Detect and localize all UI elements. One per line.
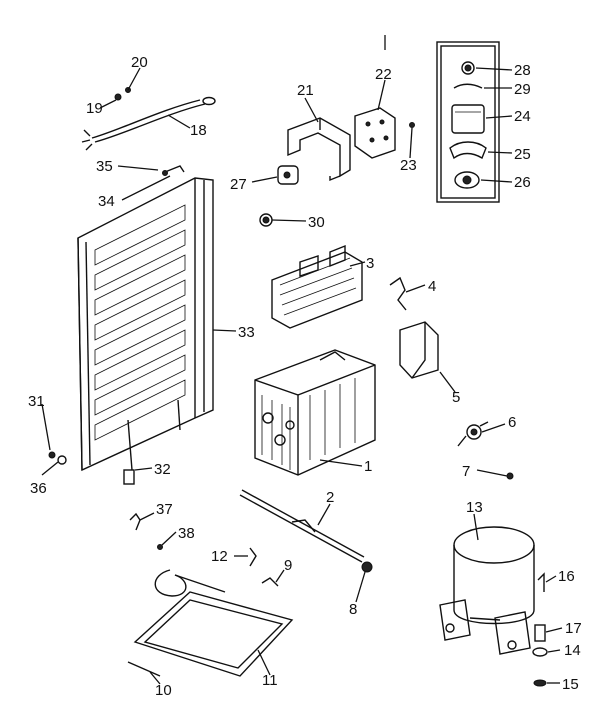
bracket-part [287, 117, 351, 182]
callout-label: 20 [131, 54, 148, 71]
screw-part [259, 213, 273, 227]
callout-label: 37 [156, 501, 173, 518]
callout-label: 11 [262, 672, 278, 689]
callout-label: 29 [514, 81, 531, 98]
defrost-heater-part [271, 244, 363, 329]
callout-label: 9 [284, 557, 292, 574]
leader-lines [41, 67, 563, 685]
callout-label: 13 [466, 499, 483, 516]
callout-label: 12 [211, 548, 228, 565]
callout-label: 21 [297, 82, 314, 99]
callout-labels: 20 19 18 21 22 23 28 29 24 25 26 27 35 3… [28, 54, 582, 699]
evaporator-part [77, 165, 214, 485]
callout-label: 22 [375, 66, 392, 83]
bolt-part [48, 451, 67, 465]
callout-label: 18 [190, 122, 207, 139]
callout-label: 15 [562, 676, 579, 693]
callout-label: 38 [178, 525, 195, 542]
callout-label: 16 [558, 568, 575, 585]
grommet-part [277, 165, 299, 185]
callout-label: 2 [326, 489, 334, 506]
callout-label: 4 [428, 278, 436, 295]
callout-label: 34 [98, 193, 115, 210]
filter-pad-part [399, 321, 439, 379]
callout-label: 25 [514, 146, 531, 163]
callout-label: 27 [230, 176, 247, 193]
callout-label: 31 [28, 393, 45, 410]
callout-label: 8 [349, 601, 357, 618]
callout-label: 1 [364, 458, 372, 475]
callout-label: 7 [462, 463, 470, 480]
small-fittings-part [129, 512, 279, 587]
mounting-hardware-part [532, 572, 548, 687]
callout-label: 24 [514, 108, 531, 125]
callout-label: 35 [96, 158, 113, 175]
callout-label: 19 [86, 100, 103, 117]
mounting-plate-part [354, 35, 415, 159]
callout-label: 3 [366, 255, 374, 272]
callout-label: 26 [514, 174, 531, 191]
callout-label: 17 [565, 620, 582, 637]
clip-part [389, 276, 407, 311]
callout-label: 30 [308, 214, 325, 231]
callout-label: 5 [452, 389, 460, 406]
callout-label: 33 [238, 324, 255, 341]
callout-label: 23 [400, 157, 417, 174]
callout-label: 10 [155, 682, 172, 699]
wire-harness-part [81, 87, 216, 151]
callout-label: 36 [30, 480, 47, 497]
condenser-unit-part [254, 349, 376, 476]
callout-label: 6 [508, 414, 516, 431]
compressor-part [439, 526, 535, 655]
thermostat-part [457, 421, 514, 480]
callout-label: 28 [514, 62, 531, 79]
callout-label: 14 [564, 642, 581, 659]
callout-label: 32 [154, 461, 171, 478]
drain-tube-part [239, 489, 373, 573]
drain-pan-part [127, 569, 294, 677]
relay-kit-part [436, 41, 500, 203]
